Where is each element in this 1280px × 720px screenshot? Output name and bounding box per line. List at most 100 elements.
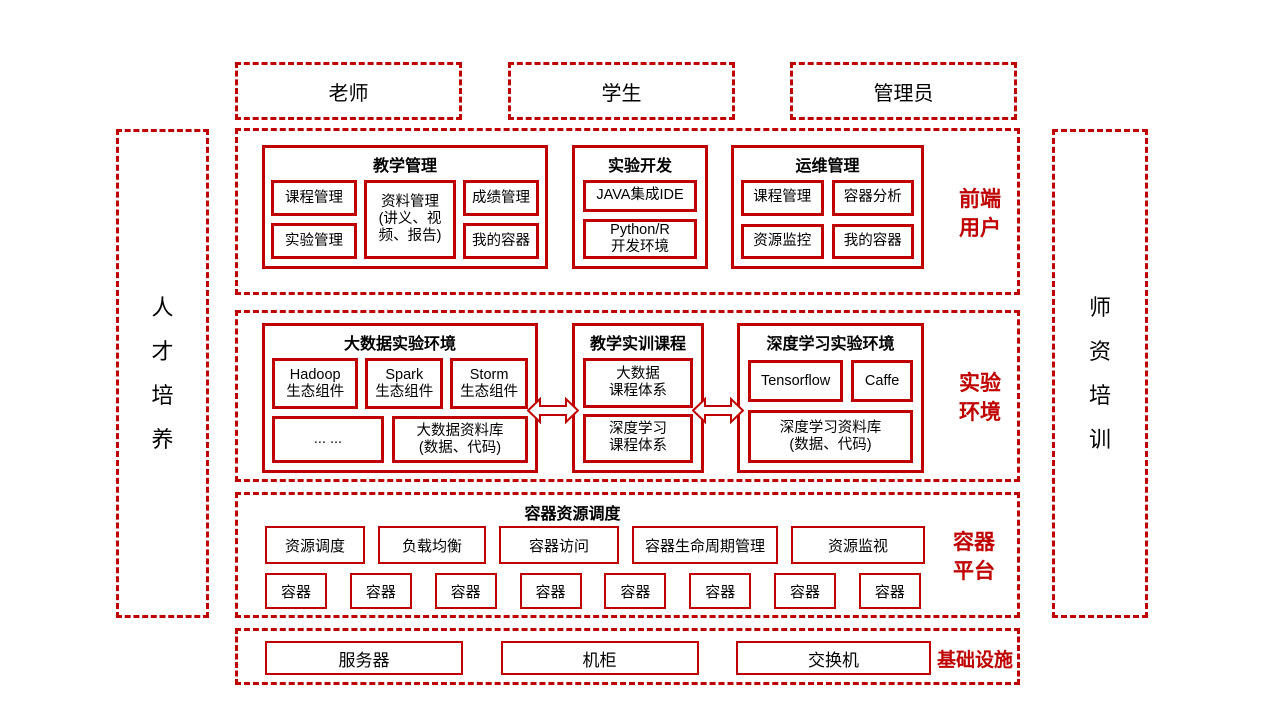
my-container-label-1: 我的容器	[472, 232, 530, 249]
teaching-col-1: 课程管理 实验管理	[271, 180, 357, 259]
container-label-7: 容器	[790, 583, 821, 601]
container-access-label: 容器访问	[528, 537, 589, 555]
bigdata-lab-section: 大数据实验环境 Hadoop 生态组件 Spark 生态组件 Storm 生态组…	[262, 323, 538, 473]
course-management-label: 课程管理	[285, 189, 343, 206]
load-balancing-label: 负载均衡	[401, 537, 462, 555]
teaching-col-2: 资料管理 (讲义、视 频、报告)	[364, 180, 456, 259]
dl-frameworks-row: Tensorflow Caffe	[748, 360, 913, 403]
cabinet-box: 机柜	[500, 641, 699, 675]
ops-management-section: 运维管理 课程管理 容器分析 资源监控 我的容器	[731, 145, 924, 269]
container-access-box: 容器访问	[499, 526, 619, 564]
hadoop-box: Hadoop 生态组件	[272, 358, 359, 410]
resource-scheduling-box: 资源调度	[265, 526, 365, 564]
lab-layer: 大数据实验环境 Hadoop 生态组件 Spark 生态组件 Storm 生态组…	[235, 310, 1020, 482]
experiment-dev-title: 实验开发	[607, 158, 672, 175]
container-box-1: 容器	[265, 573, 327, 609]
talent-cultivation-panel: 人 才 培 养	[116, 129, 209, 618]
ops-management-title: 运维管理	[795, 158, 860, 175]
bigdata-lab-body: Hadoop 生态组件 Spark 生态组件 Storm 生态组件 ... ..…	[265, 356, 535, 470]
container-label-4: 容器	[535, 583, 566, 601]
teacher-training-label: 师 资 培 训	[1088, 294, 1111, 452]
container-box-5: 容器	[604, 573, 667, 609]
talent-cultivation-label: 人 才 培 养	[151, 294, 174, 452]
bigdata-library-label: 大数据资料库 (数据、代码)	[416, 422, 504, 456]
server-box: 服务器	[265, 641, 463, 675]
container-box-4: 容器	[519, 573, 582, 609]
actor-admin-box: 管理员	[790, 62, 1017, 120]
my-container-label-2: 我的容器	[843, 232, 902, 249]
courses-title: 教学实训课程	[589, 336, 686, 353]
courses-section: 教学实训课程 大数据 课程体系 深度学习 课程体系	[572, 323, 704, 473]
container-box-2: 容器	[349, 573, 412, 609]
deeplearning-lab-title: 深度学习实验环境	[766, 336, 895, 353]
frontend-layer: 教学管理 课程管理 实验管理 资料管理 (讲义、视 频、报告) 成绩管理 我的容…	[235, 128, 1020, 295]
infrastructure-label: 基础设施	[936, 650, 1013, 671]
my-container-box-1: 我的容器	[463, 223, 539, 259]
course-management-box: 课程管理	[271, 180, 357, 216]
python-env-box: Python/R 开发环境	[583, 218, 697, 259]
double-arrow-left-icon	[527, 397, 579, 424]
resource-scheduling-label: 资源调度	[284, 537, 345, 555]
switch-label: 交换机	[808, 650, 859, 670]
container-label-2: 容器	[365, 583, 396, 601]
server-label: 服务器	[338, 650, 390, 670]
dl-library-label: 深度学习资料库 (数据、代码)	[779, 419, 882, 453]
ellipsis-label: ... ...	[313, 431, 343, 448]
spark-label: Spark 生态组件	[375, 366, 434, 400]
grade-management-label: 成绩管理	[472, 189, 530, 206]
experiment-dev-section: 实验开发 JAVA集成IDE Python/R 开发环境	[572, 145, 708, 269]
container-functions-row: 资源调度 负载均衡 容器访问 容器生命周期管理 资源监视	[265, 526, 925, 564]
container-label-6: 容器	[705, 583, 736, 601]
resource-watch-label: 资源监视	[827, 537, 888, 555]
bigdata-lab-title: 大数据实验环境	[343, 336, 456, 353]
caffe-label: Caffe	[864, 372, 900, 389]
dl-course-box: 深度学习 课程体系	[583, 413, 693, 463]
experiment-management-label: 实验管理	[285, 232, 343, 249]
frontend-layer-label: 前端 用户	[959, 188, 1001, 240]
resource-watch-box: 资源监视	[791, 526, 925, 564]
bigdata-course-label: 大数据 课程体系	[609, 365, 667, 399]
actor-student-box: 学生	[508, 62, 735, 120]
container-platform-layer: 容器 资源调度 资源调度 负载均衡 容器访问 容器生命周期管理 资源监视 容器 容…	[235, 492, 1020, 618]
container-platform-label: 容器 平台	[953, 531, 995, 583]
switch-box: 交换机	[736, 641, 931, 675]
dl-course-label: 深度学习 课程体系	[609, 421, 667, 455]
my-container-box-2: 我的容器	[831, 223, 914, 259]
container-label-3: 容器	[450, 583, 481, 601]
python-env-label: Python/R 开发环境	[610, 221, 670, 255]
container-label-5: 容器	[620, 583, 651, 601]
bigdata-components-row: Hadoop 生态组件 Spark 生态组件 Storm 生态组件	[272, 358, 528, 410]
ops-course-box: 课程管理	[741, 180, 824, 216]
infrastructure-layer: 服务器 机柜 交换机 基础设施	[235, 628, 1020, 685]
storm-label: Storm 生态组件	[460, 366, 519, 400]
container-box-6: 容器	[689, 573, 752, 609]
container-box-3: 容器	[434, 573, 497, 609]
bigdata-library-box: 大数据资料库 (数据、代码)	[392, 416, 528, 463]
grade-management-box: 成绩管理	[463, 180, 539, 216]
lifecycle-management-label: 容器生命周期管理	[644, 537, 765, 555]
courses-body: 大数据 课程体系 深度学习 课程体系	[575, 356, 701, 470]
load-balancing-box: 负载均衡	[378, 526, 486, 564]
teaching-management-title: 教学管理	[372, 158, 437, 175]
container-label-8: 容器	[874, 583, 905, 601]
teacher-training-panel: 师 资 培 训	[1052, 129, 1148, 618]
actor-student-label: 学生	[601, 82, 642, 105]
container-label-1: 容器	[280, 583, 311, 601]
actor-admin-label: 管理员	[873, 82, 934, 105]
tensorflow-label: Tensorflow	[760, 372, 831, 389]
resource-monitor-box: 资源监控	[741, 223, 824, 259]
lab-layer-label: 实验 环境	[959, 372, 1001, 424]
tensorflow-box: Tensorflow	[748, 360, 844, 403]
actor-teacher-box: 老师	[235, 62, 462, 120]
deeplearning-lab-body: Tensorflow Caffe 深度学习资料库 (数据、代码)	[740, 356, 921, 470]
teaching-col-3: 成绩管理 我的容器	[463, 180, 539, 259]
caffe-box: Caffe	[851, 360, 913, 403]
containers-row: 容器 容器 容器 容器 容器 容器 容器 容器	[265, 573, 921, 609]
ellipsis-box: ... ...	[272, 416, 384, 463]
container-analysis-box: 容器分析	[831, 180, 914, 216]
experiment-management-box: 实验管理	[271, 223, 357, 259]
ops-management-body: 课程管理 容器分析 资源监控 我的容器	[734, 178, 921, 266]
actor-teacher-label: 老师	[328, 82, 369, 105]
hadoop-label: Hadoop 生态组件	[286, 366, 345, 400]
spark-box: Spark 生态组件	[365, 358, 444, 410]
